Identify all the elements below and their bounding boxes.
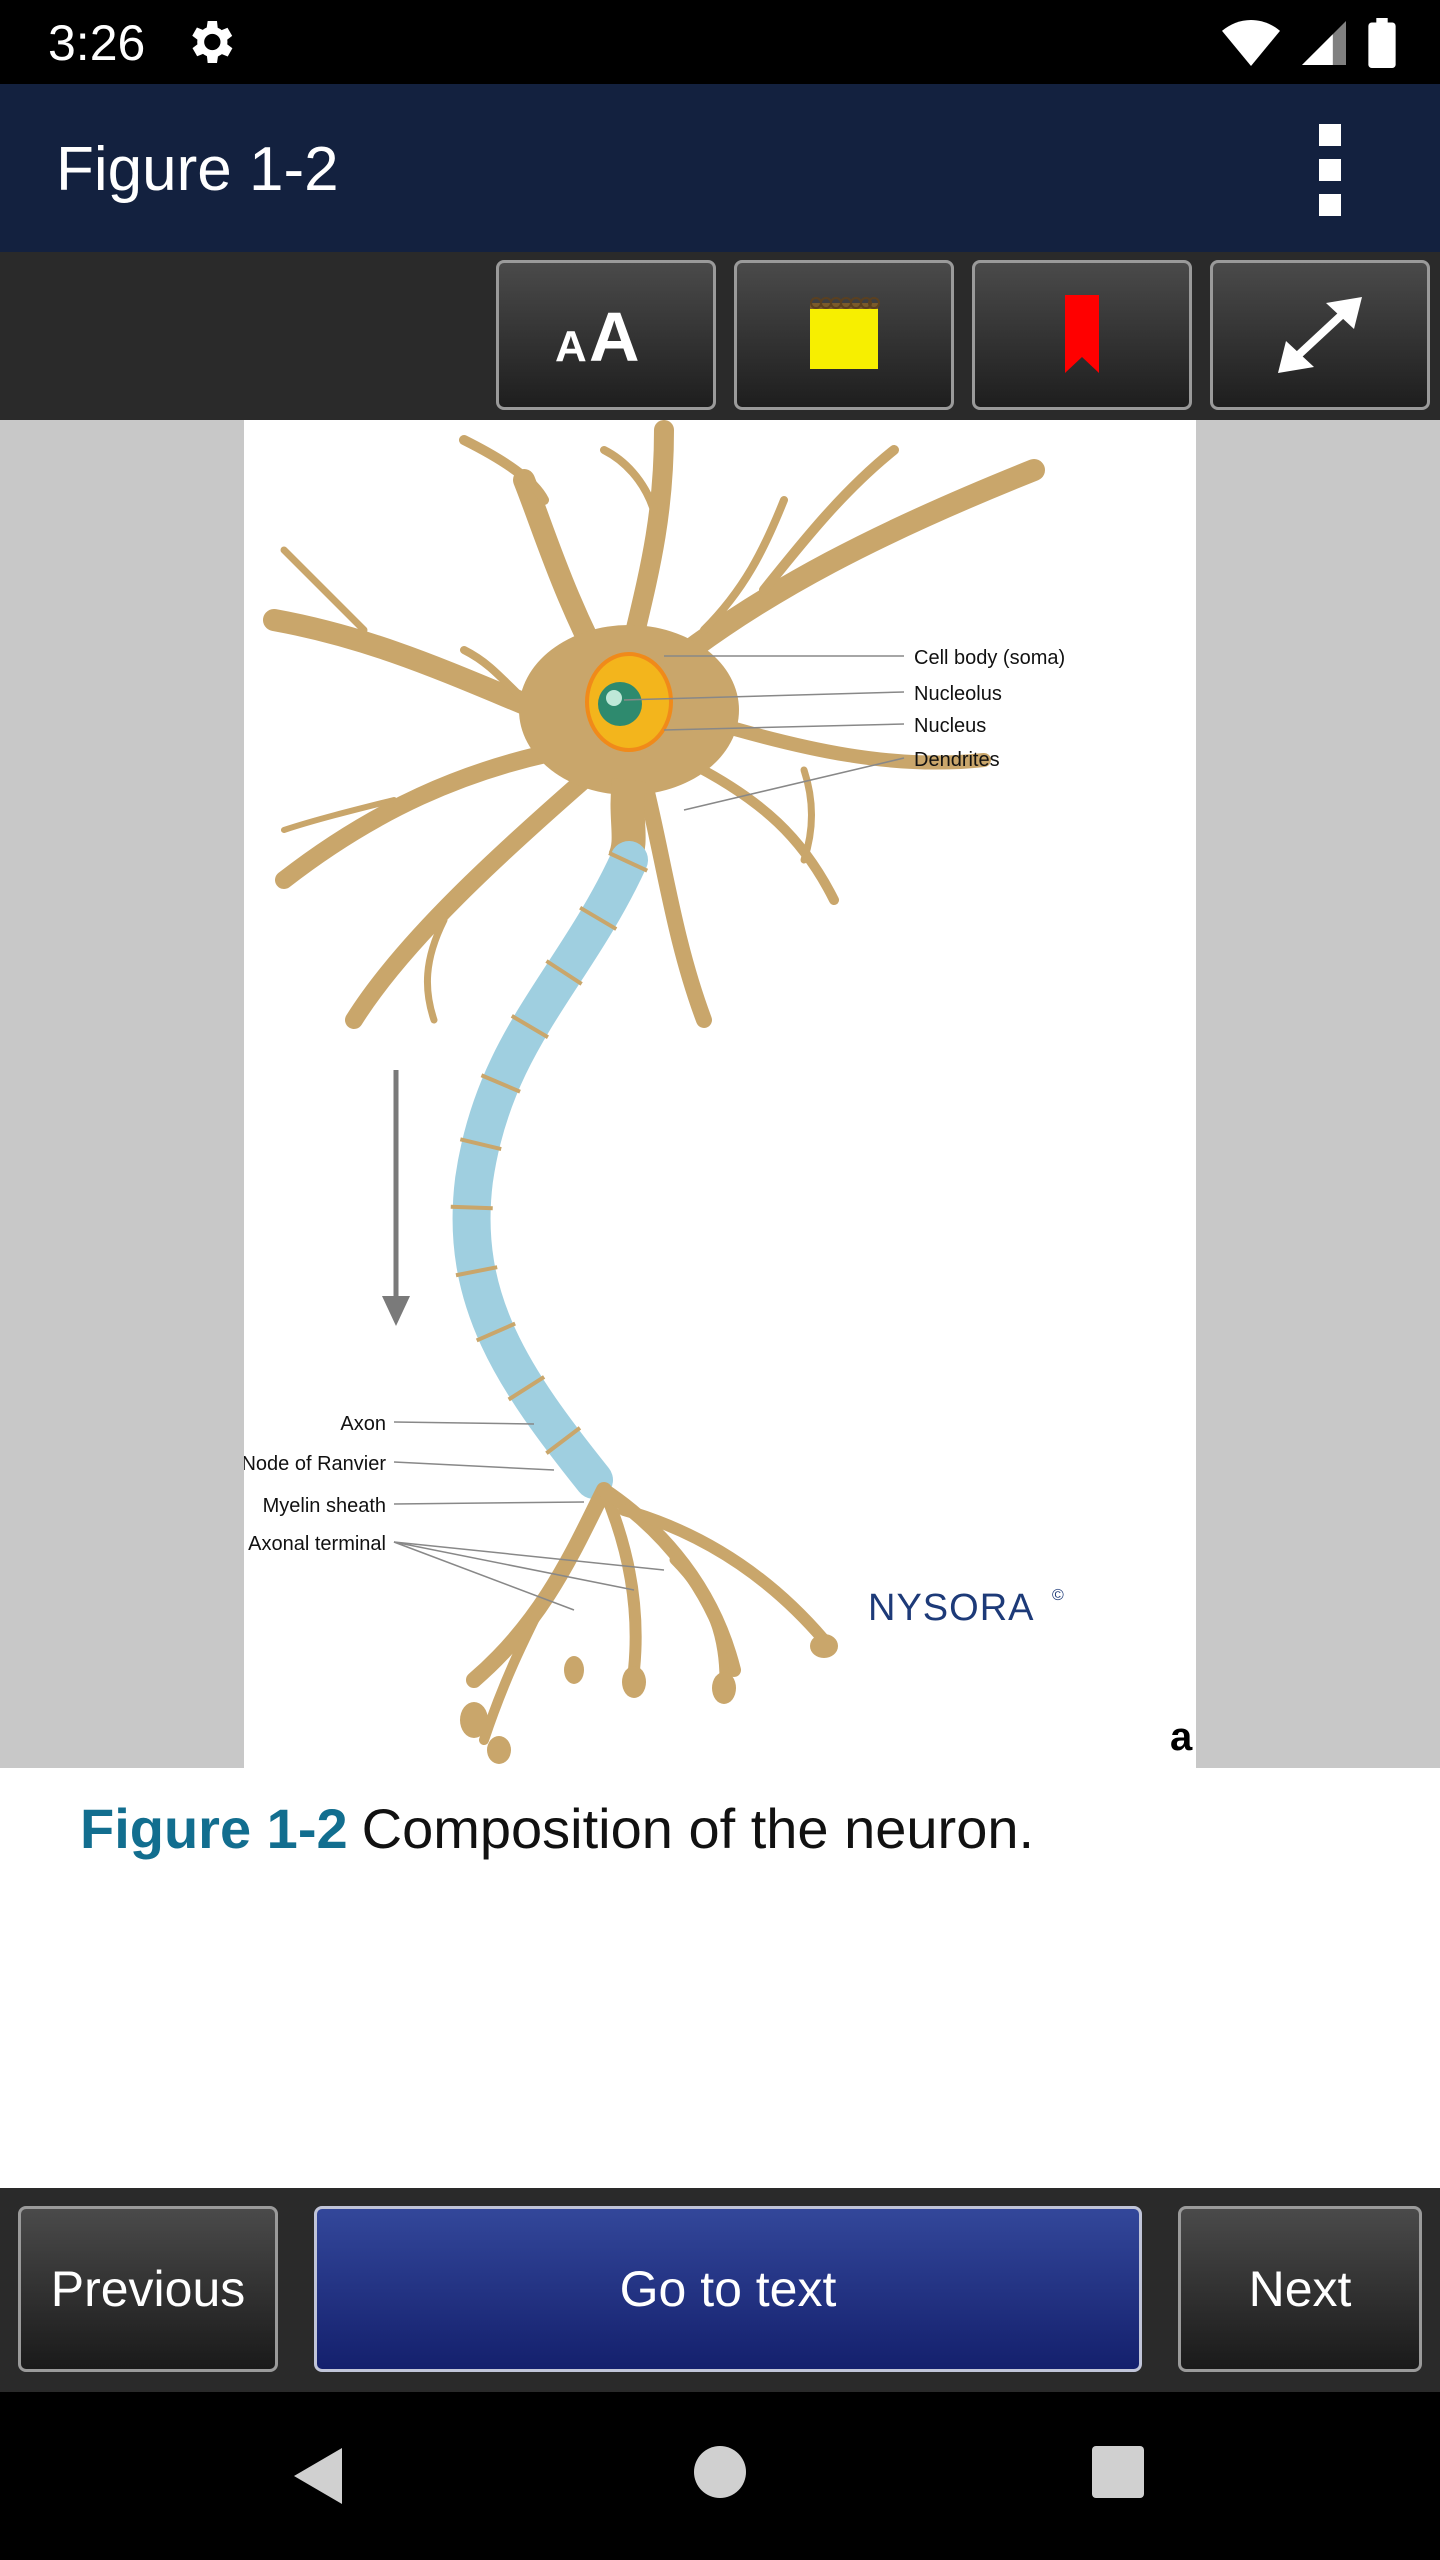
label-axon: Axon [340, 1413, 386, 1435]
status-time: 3:26 [48, 15, 146, 71]
logo-copyright: © [1052, 1587, 1064, 1604]
label-dendrites: Dendrites [914, 749, 1000, 771]
axonal-terminal [466, 1482, 830, 1745]
figure-toolbar: A A [0, 252, 1440, 420]
note-button[interactable] [734, 260, 954, 410]
more-vert-icon[interactable] [1300, 124, 1360, 216]
label-cell-body: Cell body (soma) [914, 647, 1065, 669]
page-title: Figure 1-2 [56, 135, 339, 204]
note-icon [810, 297, 880, 369]
font-size-button[interactable]: A A [496, 260, 716, 410]
expand-icon [1278, 297, 1362, 373]
expand-button[interactable] [1210, 260, 1430, 410]
wifi-icon [1222, 20, 1280, 66]
status-bar: 3:26 [0, 0, 1440, 84]
home-icon[interactable] [692, 2444, 748, 2500]
gear-icon [192, 21, 233, 63]
go-to-text-button[interactable]: Go to text [314, 2206, 1142, 2372]
system-nav-bar [0, 2392, 1440, 2560]
figure-image: Cell body (soma) Nucleolus Nucleus Dendr… [244, 420, 1196, 1768]
nysora-logo: NYSORA [868, 1587, 1034, 1629]
previous-button[interactable]: Previous [18, 2206, 278, 2372]
terminal-buttons [460, 1634, 838, 1764]
next-button[interactable]: Next [1178, 2206, 1422, 2372]
svg-text:A: A [589, 298, 640, 375]
caption-label: Figure 1-2 [80, 1797, 348, 1860]
bookmark-icon [1065, 295, 1099, 373]
bookmark-button[interactable] [972, 260, 1192, 410]
label-axonal-terminal: Axonal terminal [248, 1533, 386, 1555]
signal-icon [1302, 21, 1346, 65]
app-bar: Figure 1-2 [0, 84, 1440, 252]
nucleolus [598, 682, 642, 726]
figure-viewer[interactable]: Cell body (soma) Nucleolus Nucleus Dendr… [0, 420, 1440, 1768]
label-nucleus: Nucleus [914, 715, 986, 737]
label-nucleolus: Nucleolus [914, 683, 1002, 705]
bottom-button-bar: Previous Go to text Next [0, 2188, 1440, 2392]
label-myelin-sheath: Myelin sheath [263, 1495, 386, 1517]
recents-icon[interactable] [1090, 2444, 1146, 2500]
back-icon[interactable] [288, 2444, 348, 2508]
svg-text:A: A [555, 322, 587, 371]
leader-lines [393, 655, 905, 1611]
neuron-diagram: Cell body (soma) Nucleolus Nucleus Dendr… [244, 420, 1193, 1764]
nodes-of-ranvier [450, 851, 649, 1494]
caption-text: Composition of the neuron. [361, 1797, 1035, 1860]
status-icons [1222, 18, 1396, 68]
battery-icon [1368, 18, 1396, 68]
myelin-sheath [452, 841, 648, 1499]
font-size-icon: A A [555, 298, 640, 375]
panel-letter: a [1170, 1715, 1193, 1759]
label-node-of-ranvier: Node of Ranvier [244, 1453, 386, 1475]
